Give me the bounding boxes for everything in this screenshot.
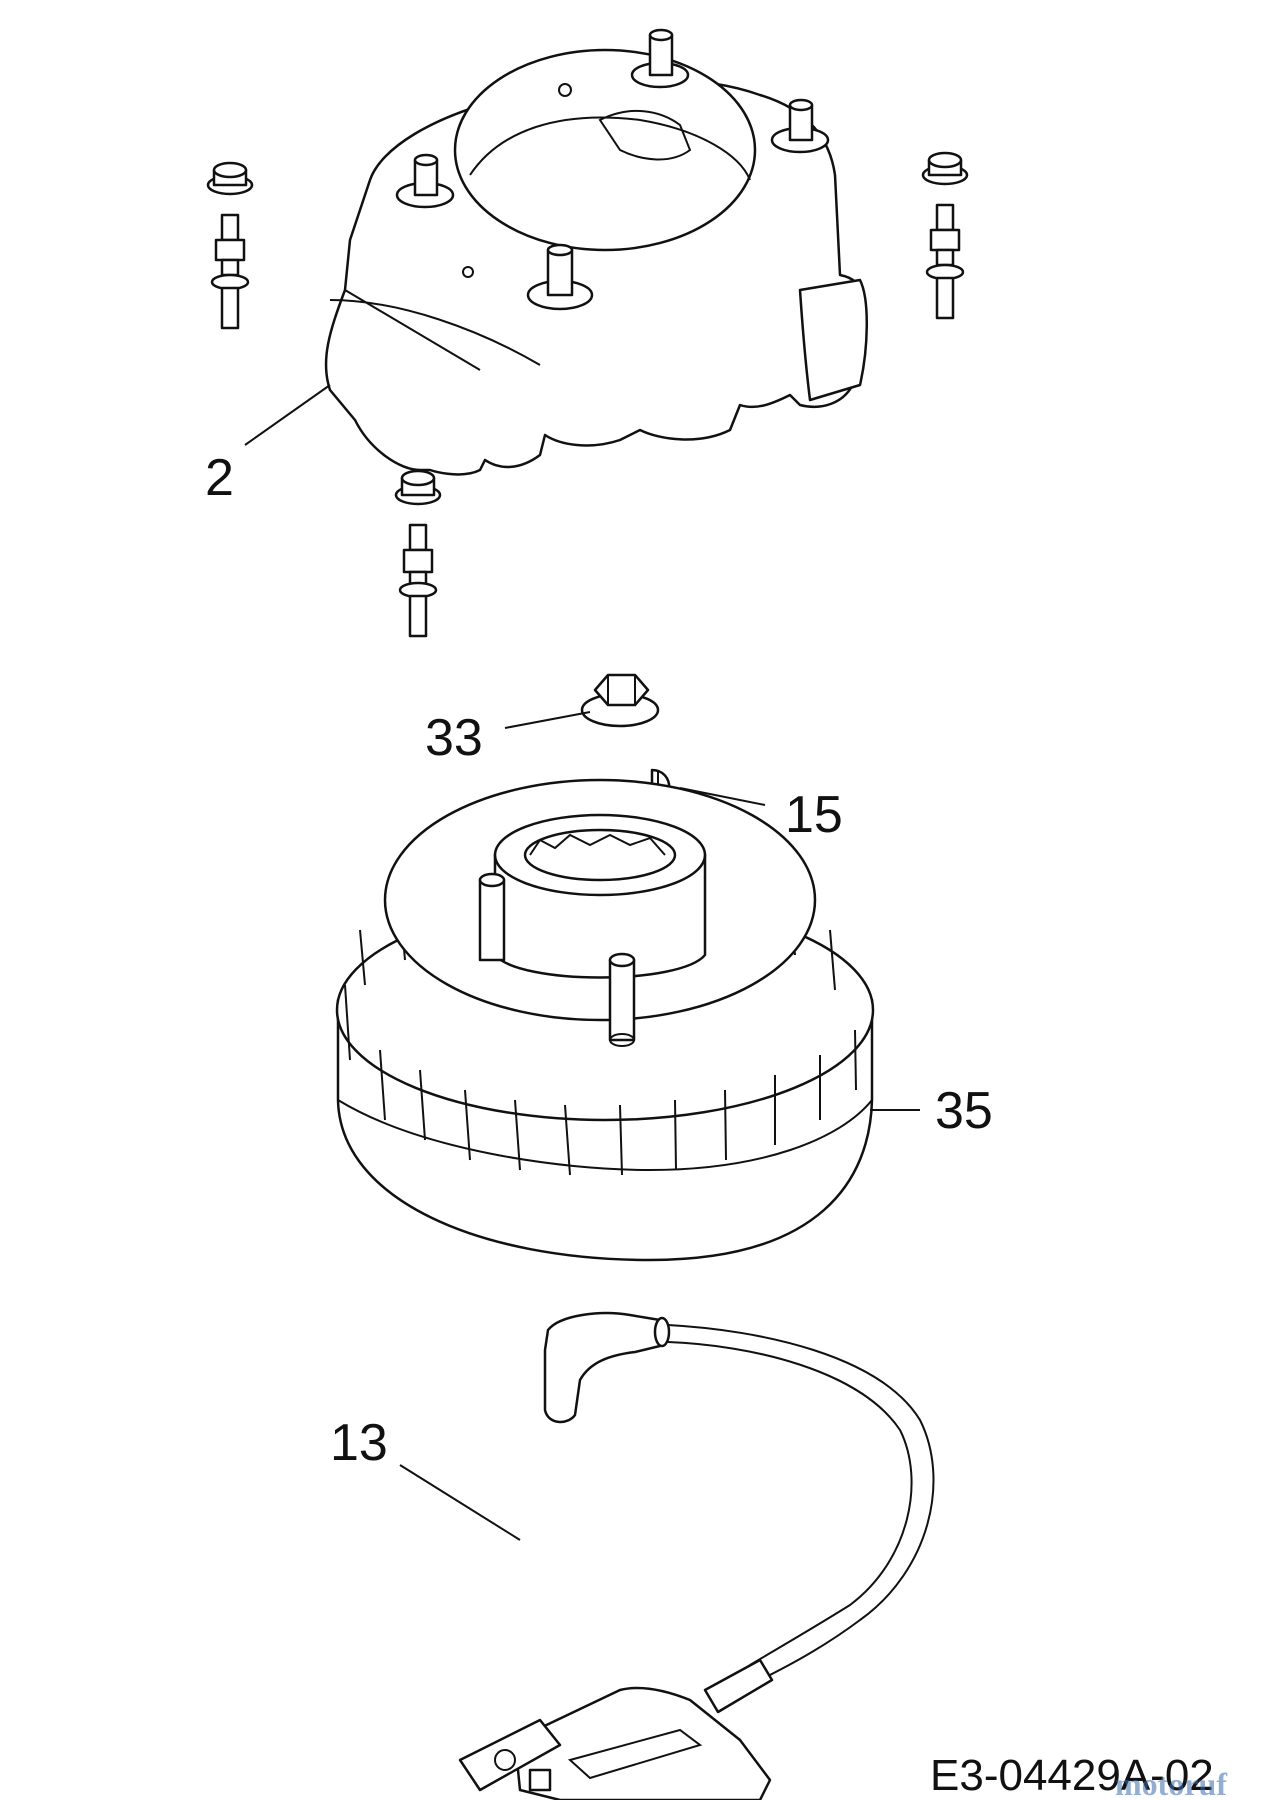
watermark-logo: motoruf bbox=[1115, 1766, 1227, 1800]
callout-2: 2 bbox=[205, 449, 234, 507]
ignition-coil-part-13 bbox=[458, 1311, 935, 1800]
callout-33: 33 bbox=[425, 709, 483, 767]
fan-housing-part-2 bbox=[324, 28, 869, 476]
hub-post bbox=[608, 952, 636, 1047]
housing-stud bbox=[770, 98, 830, 154]
bolt-stack-center bbox=[394, 469, 442, 638]
leader-lines bbox=[244, 384, 920, 1541]
bolt-stack-left bbox=[206, 161, 254, 330]
callout-13: 13 bbox=[330, 1414, 388, 1472]
bolt-stack-right bbox=[921, 151, 969, 320]
leader-13 bbox=[399, 1464, 521, 1541]
leader-15 bbox=[679, 787, 766, 806]
flywheel-part-35 bbox=[335, 778, 875, 1262]
callout-35: 35 bbox=[935, 1082, 993, 1140]
leader-2 bbox=[244, 384, 331, 446]
housing-stud bbox=[630, 28, 690, 89]
callout-15: 15 bbox=[785, 786, 843, 844]
leader-33 bbox=[504, 711, 591, 729]
housing-stud bbox=[526, 243, 594, 311]
drawing-code: E3-04429A-02 bbox=[930, 1751, 1214, 1800]
hub-post bbox=[478, 872, 506, 962]
flange-nut-part-33 bbox=[580, 673, 660, 728]
housing-stud bbox=[395, 153, 455, 209]
